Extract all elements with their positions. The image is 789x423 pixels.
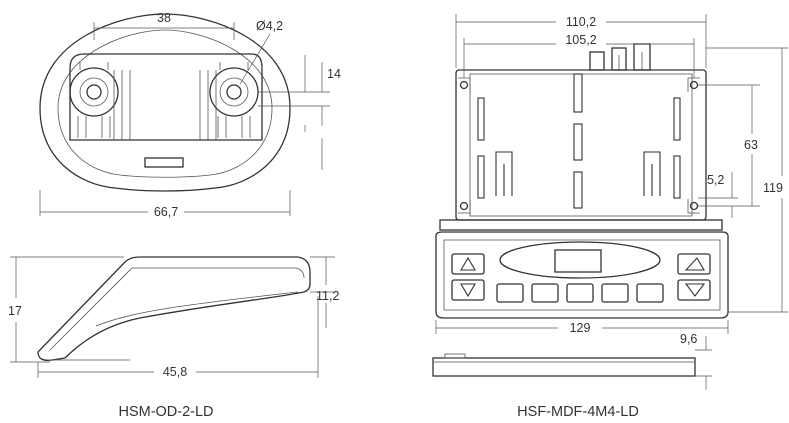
hsm-inner-frame (69, 53, 263, 141)
hsf-keypad-outline (435, 231, 729, 319)
hsf-mounting-holes (458, 77, 700, 214)
dim-hole-diameter: Ø4,2 (256, 19, 283, 33)
dim-width-66-7: 66,7 (154, 205, 178, 219)
dim-thickness-11-2: 11,2 (316, 289, 339, 303)
hsf-side-outline (432, 357, 696, 377)
dim-hole-spacing: 38 (157, 11, 171, 25)
hsm-side-view: 17 11,2 45,8 (8, 256, 339, 379)
dim-depth-45-8: 45,8 (163, 365, 187, 379)
key-1 (496, 283, 524, 303)
hsm-side-inner-line (49, 267, 305, 351)
dim-height-17: 17 (8, 304, 22, 318)
caption-hsm-od-2-ld: HSM-OD-2-LD (118, 404, 213, 420)
hsf-main-body (455, 69, 707, 221)
hsm-side-outline (37, 256, 311, 361)
hsf-display-screen (554, 249, 602, 273)
hsm-right-mount-boss (209, 62, 259, 138)
triangle-up-icon (684, 257, 705, 271)
hsm-left-mount-boss (69, 62, 119, 138)
hsf-front-view: 110,2 105,2 63 5,2 119 129 (435, 14, 788, 335)
dim-outer-width-110-2: 110,2 (566, 15, 596, 29)
hsm-label-slot (144, 157, 184, 168)
hsm-side-edge-line (95, 291, 299, 327)
dim-keypad-depth-9-6: 9,6 (680, 332, 697, 346)
hsf-body-inner (469, 73, 693, 217)
key-2 (531, 283, 559, 303)
key-5 (636, 283, 664, 303)
key-up-left (451, 253, 485, 275)
key-down-right (677, 279, 711, 301)
hsf-keys (451, 253, 711, 303)
dim-inner-width-105-2: 105,2 (565, 33, 596, 47)
dim-hole-offset-14: 14 (327, 67, 341, 81)
arrow-down-icon (460, 283, 476, 298)
arrow-up-icon (460, 256, 476, 271)
hsf-rail (439, 219, 723, 231)
key-3 (566, 283, 594, 303)
hsm-outer-housing (39, 13, 291, 192)
dim-hole-offset-5-2: 5,2 (707, 173, 724, 187)
triangle-down-icon (684, 283, 706, 297)
key-4 (601, 283, 629, 303)
key-down-left (451, 279, 485, 301)
dim-hole-pitch-63: 63 (744, 138, 758, 152)
hsf-display-window (499, 241, 661, 279)
dim-leader-diameter (239, 33, 271, 85)
key-up-right (677, 253, 711, 275)
dim-keypad-width-129: 129 (570, 321, 591, 335)
dim-total-height-119: 119 (763, 181, 783, 195)
hsf-connector-tabs (589, 43, 651, 71)
hsm-top-view: 38 Ø4,2 14 66,7 (39, 11, 341, 219)
hsm-inner-ring (57, 29, 273, 178)
hsm-fins (113, 70, 217, 140)
hsf-keypad-bezel (443, 239, 721, 311)
hsf-slots (477, 73, 681, 209)
hsf-side-view: 9,6 (432, 332, 712, 390)
caption-hsf-mdf-4m4-ld: HSF-MDF-4M4-LD (517, 404, 639, 420)
